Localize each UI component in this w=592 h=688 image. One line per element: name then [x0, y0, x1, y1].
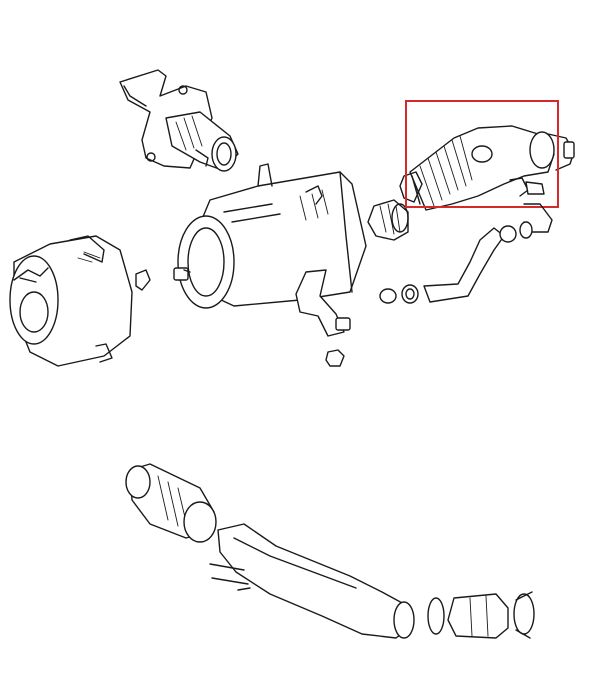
intake-bracket — [119, 69, 239, 172]
air-intake-hose — [399, 125, 575, 211]
air-cleaner-housing — [135, 163, 367, 367]
air-cleaner-cap — [9, 235, 133, 367]
highlight-box — [405, 100, 559, 208]
lower-intake-duct — [125, 463, 535, 639]
breather-hose — [379, 203, 553, 304]
housing-outlet-elbow — [367, 199, 409, 241]
